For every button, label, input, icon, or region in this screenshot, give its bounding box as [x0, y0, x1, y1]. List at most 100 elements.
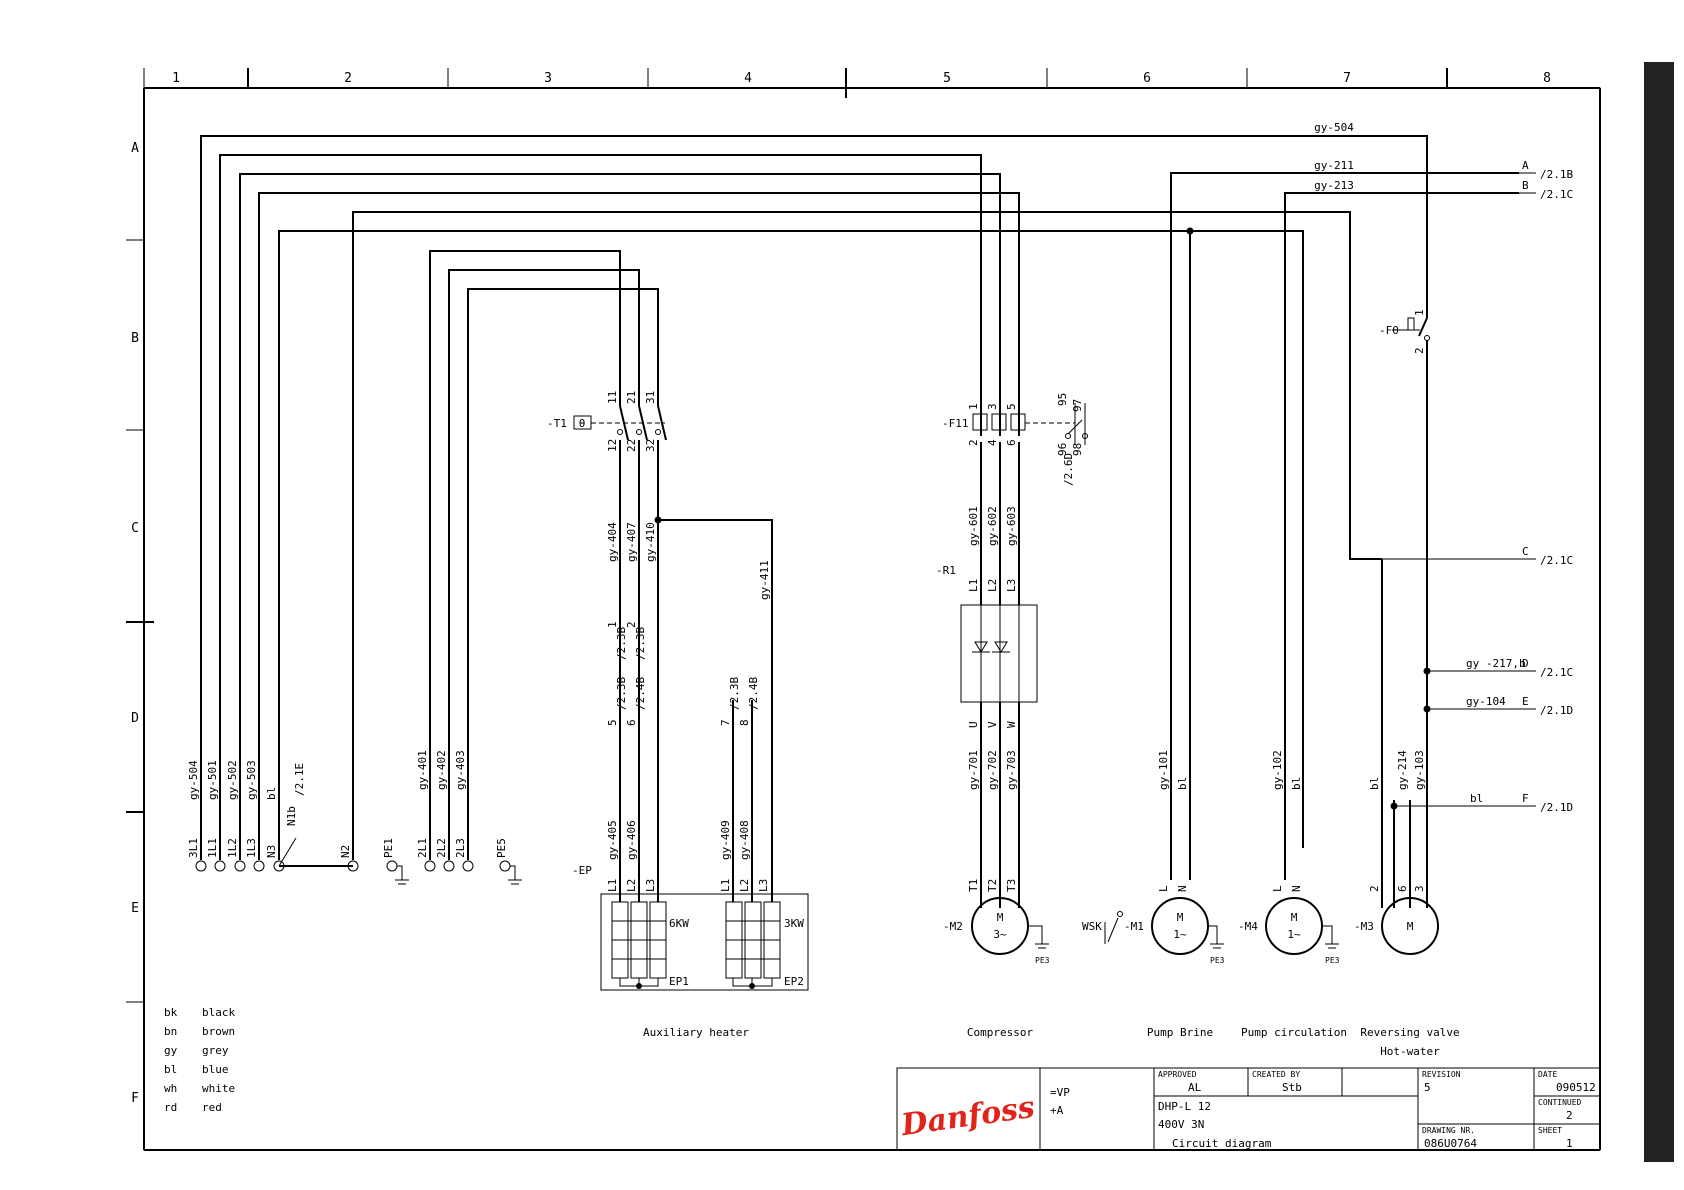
svg-text:PE3: PE3 — [1325, 956, 1340, 965]
wire-label: bl — [1176, 777, 1189, 790]
wire-label: gy-402 — [435, 750, 448, 790]
svg-text:Pump circulation: Pump circulation — [1241, 1026, 1347, 1039]
svg-text:6: 6 — [1005, 439, 1018, 446]
svg-text:T2: T2 — [986, 879, 999, 892]
svg-text:L2: L2 — [986, 579, 999, 592]
wire-label: gy-213 — [1314, 179, 1354, 192]
svg-text:DHP-L 12: DHP-L 12 — [1158, 1100, 1211, 1113]
svg-text:31: 31 — [644, 391, 657, 404]
svg-text:-R1: -R1 — [936, 564, 956, 577]
svg-text:wh: wh — [164, 1082, 177, 1095]
svg-text:2L3: 2L3 — [454, 838, 467, 858]
svg-text:bn: bn — [164, 1025, 177, 1038]
wire-label: bl — [1290, 777, 1303, 790]
wire-label: gy-104 — [1466, 695, 1506, 708]
wire-label: bl — [265, 787, 278, 800]
svg-text:1L3: 1L3 — [245, 838, 258, 858]
svg-text:SHEET: SHEET — [1538, 1126, 1562, 1135]
svg-text:L: L — [1157, 885, 1170, 892]
motor-m4 — [1265, 897, 1339, 955]
svg-text:=VP: =VP — [1050, 1086, 1070, 1099]
svg-text:PE3: PE3 — [1210, 956, 1225, 965]
terminal-labels: 3L1 1L1 1L2 1L3 N3 N1b /2.1E N2 PE1 2L1 … — [187, 763, 508, 858]
svg-text:/2.1C: /2.1C — [1540, 554, 1573, 567]
overload-f11 — [972, 403, 1088, 445]
svg-text:-F0: -F0 — [1379, 324, 1399, 337]
svg-text:+A: +A — [1050, 1104, 1064, 1117]
svg-text:CONTINUED: CONTINUED — [1538, 1098, 1582, 1107]
svg-text:F: F — [1522, 792, 1529, 805]
row-label: F — [131, 1091, 139, 1106]
svg-text:086U0764: 086U0764 — [1424, 1137, 1477, 1150]
svg-text:EP1: EP1 — [669, 975, 689, 988]
svg-text:PE1: PE1 — [382, 838, 395, 858]
title-block: Danfoss =VP +A APPROVED AL CREATED BY St… — [896, 1067, 1601, 1151]
svg-text:C: C — [1522, 545, 1529, 558]
softstarter-r1 — [960, 604, 1038, 703]
wire-label: gy-502 — [226, 760, 239, 800]
svg-text:Auxiliary heater: Auxiliary heater — [643, 1026, 749, 1039]
row-label: C — [131, 521, 139, 536]
aux-heater-box — [600, 893, 809, 991]
svg-text:-M3: -M3 — [1354, 920, 1374, 933]
svg-text:6: 6 — [625, 719, 638, 726]
svg-text:PE3: PE3 — [1035, 956, 1050, 965]
svg-text:97: 97 — [1071, 399, 1084, 412]
svg-text:D: D — [1522, 657, 1529, 670]
svg-text:/2.1C: /2.1C — [1540, 666, 1573, 679]
col-label: 4 — [744, 71, 752, 86]
wire-label: gy-403 — [454, 750, 467, 790]
svg-text:Compressor: Compressor — [967, 1026, 1034, 1039]
svg-text:-M1: -M1 — [1124, 920, 1144, 933]
svg-text:rd: rd — [164, 1101, 177, 1114]
wire-label: gy-504 — [187, 760, 200, 800]
svg-text:PE5: PE5 — [495, 838, 508, 858]
svg-text:/2.3B: /2.3B — [615, 627, 628, 660]
svg-text:/2.1E: /2.1E — [293, 763, 306, 796]
cross-references: A /2.1B B /2.1C C /2.1C D /2.1C E /2.1D … — [615, 159, 1573, 814]
col-label: 6 — [1143, 71, 1151, 86]
svg-text:32: 32 — [644, 439, 657, 452]
col-label: 5 — [943, 71, 951, 86]
terminal-strip — [195, 860, 522, 885]
svg-text:Stb: Stb — [1282, 1081, 1302, 1094]
svg-text:N: N — [1176, 885, 1189, 892]
svg-text:96: 96 — [1056, 443, 1069, 456]
wire-label: gy-411 — [758, 560, 771, 600]
svg-text:/2.1D: /2.1D — [1540, 801, 1573, 814]
svg-text:/2.1C: /2.1C — [1540, 188, 1573, 201]
svg-text:3: 3 — [986, 403, 999, 410]
svg-text:N3: N3 — [265, 845, 278, 858]
svg-text:/2.3B: /2.3B — [634, 627, 647, 660]
wire-label: gy -217,b — [1466, 657, 1526, 670]
svg-text:-F11: -F11 — [942, 417, 969, 430]
wire-label: bl — [1368, 777, 1381, 790]
row-label: D — [131, 711, 139, 726]
svg-text:grey: grey — [202, 1044, 229, 1057]
svg-text:brown: brown — [202, 1025, 235, 1038]
svg-text:090512: 090512 — [1556, 1081, 1596, 1094]
svg-text:1: 1 — [1413, 309, 1426, 316]
motor-m1 — [1104, 897, 1224, 955]
wire-label: gy-214 — [1396, 750, 1409, 790]
svg-text:1: 1 — [1566, 1137, 1573, 1150]
wire-label: gy-602 — [986, 506, 999, 546]
danfoss-logo: Danfoss — [898, 1090, 1037, 1143]
svg-text:400V 3N: 400V 3N — [1158, 1118, 1204, 1131]
svg-text:2L1: 2L1 — [416, 838, 429, 858]
svg-text:L2: L2 — [625, 879, 638, 892]
svg-text:-T1: -T1 — [547, 417, 567, 430]
wire-label: gy-603 — [1005, 506, 1018, 546]
svg-text:Reversing valve: Reversing valve — [1360, 1026, 1459, 1039]
svg-text:L1: L1 — [967, 579, 980, 592]
pin-numbers: 11 21 31 12 22 32 1 2 5 6 7 8 L1 L2 L3 L… — [606, 309, 1426, 892]
svg-text:/2.4B: /2.4B — [634, 677, 647, 710]
svg-text:-EP: -EP — [572, 864, 592, 877]
svg-text:bl: bl — [164, 1063, 177, 1076]
svg-text:red: red — [202, 1101, 222, 1114]
svg-text:CREATED BY: CREATED BY — [1252, 1070, 1300, 1079]
wire-label: gy-703 — [1005, 750, 1018, 790]
svg-text:L3: L3 — [1005, 579, 1018, 592]
svg-text:gy: gy — [164, 1044, 178, 1057]
motor-m2 — [971, 897, 1049, 955]
